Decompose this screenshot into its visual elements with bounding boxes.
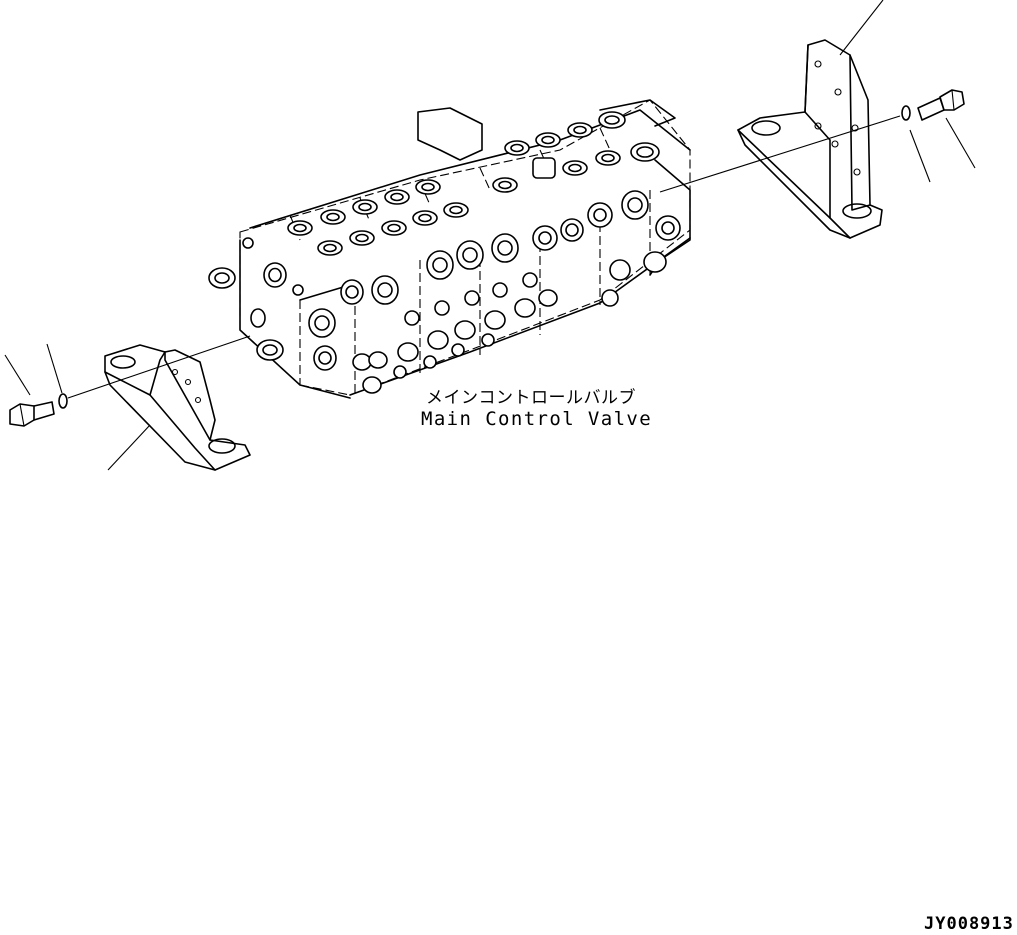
- left-washer: [58, 393, 68, 409]
- main-control-valve: [208, 99, 691, 399]
- part-label-english: Main Control Valve: [421, 408, 653, 430]
- part-label-japanese: メインコントロールバルブ: [426, 388, 636, 408]
- left-bolt: [9, 401, 55, 427]
- right-washer: [901, 105, 911, 121]
- drawing-number: JY008913: [924, 914, 1014, 934]
- left-mounting-bracket: [104, 344, 251, 471]
- right-bolt: [917, 89, 965, 121]
- right-mounting-bracket: [737, 39, 883, 239]
